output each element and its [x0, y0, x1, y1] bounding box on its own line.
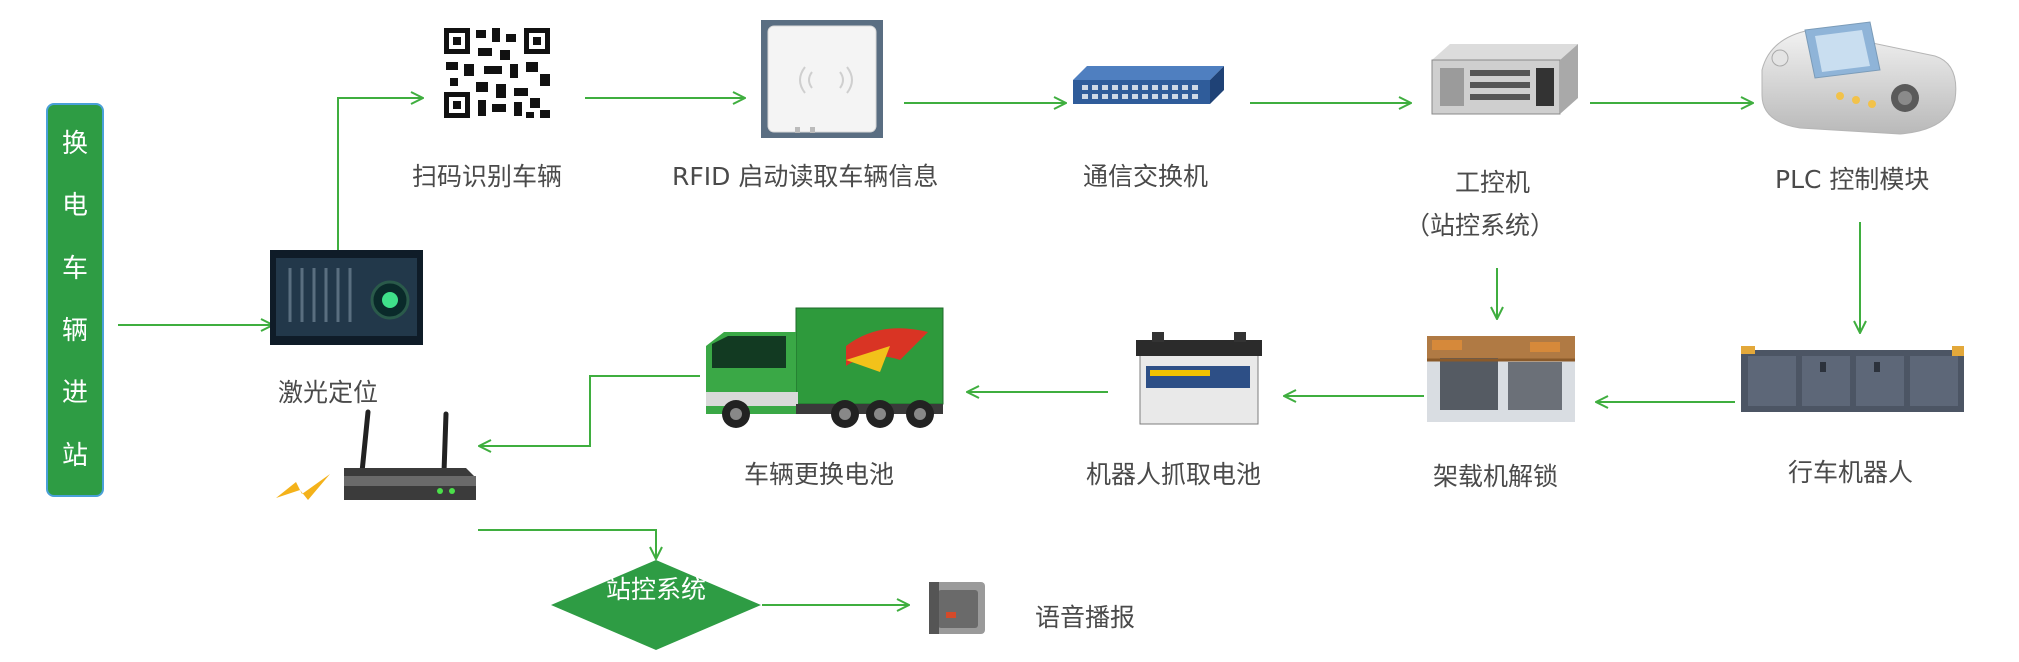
connectors	[118, 98, 1860, 605]
start-char-1: 换	[61, 129, 88, 160]
label-laser-positioning: 激光定位	[278, 378, 379, 407]
speaker-icon	[929, 582, 985, 634]
label-network-switch: 通信交换机	[1083, 162, 1209, 191]
start-char-3: 车	[61, 253, 88, 284]
arrow-swap-to-router	[480, 375, 700, 446]
label-voice-broadcast: 语音播报	[1035, 603, 1136, 632]
label-scan-vehicle: 扫码识别车辆	[412, 162, 563, 191]
wireless-router-icon	[276, 409, 476, 500]
label-robot-grab: 机器人抓取电池	[1086, 460, 1262, 489]
label-crane-robot: 行车机器人	[1788, 458, 1914, 487]
qr-code-icon	[444, 28, 550, 118]
vehicle-enter-station-block: 换 电 车 辆 进 站	[46, 103, 104, 497]
label-ipc: 工控机	[1455, 168, 1531, 197]
plc-controller-icon	[1761, 21, 1957, 135]
truck-icon	[706, 307, 944, 428]
start-char-6: 站	[61, 440, 88, 471]
label-ipc-sub: （站控系统）	[1405, 211, 1556, 240]
label-rack-unlock: 架载机解锁	[1433, 462, 1559, 491]
unlock-machine-icon	[1427, 336, 1575, 422]
label-plc-module: PLC 控制模块	[1775, 165, 1930, 194]
station-control-label: 站控系统	[605, 575, 706, 604]
label-rfid-read: RFID 启动读取车辆信息	[672, 162, 939, 191]
crane-robot-icon	[1741, 346, 1964, 412]
start-char-2: 电	[61, 191, 88, 222]
label-swap-battery: 车辆更换电池	[744, 460, 895, 489]
rfid-reader-icon	[761, 20, 883, 138]
station-control-diamond	[551, 560, 761, 650]
arrow-router-to-station	[478, 529, 656, 558]
network-switch-icon	[1073, 66, 1224, 104]
battery-icon	[1136, 332, 1262, 425]
start-char-4: 辆	[61, 316, 88, 347]
start-char-5: 进	[61, 378, 88, 409]
arrow-laser-to-scan	[337, 98, 422, 250]
laser-sensor-icon	[270, 250, 423, 345]
industrial-pc-icon	[1431, 44, 1578, 115]
